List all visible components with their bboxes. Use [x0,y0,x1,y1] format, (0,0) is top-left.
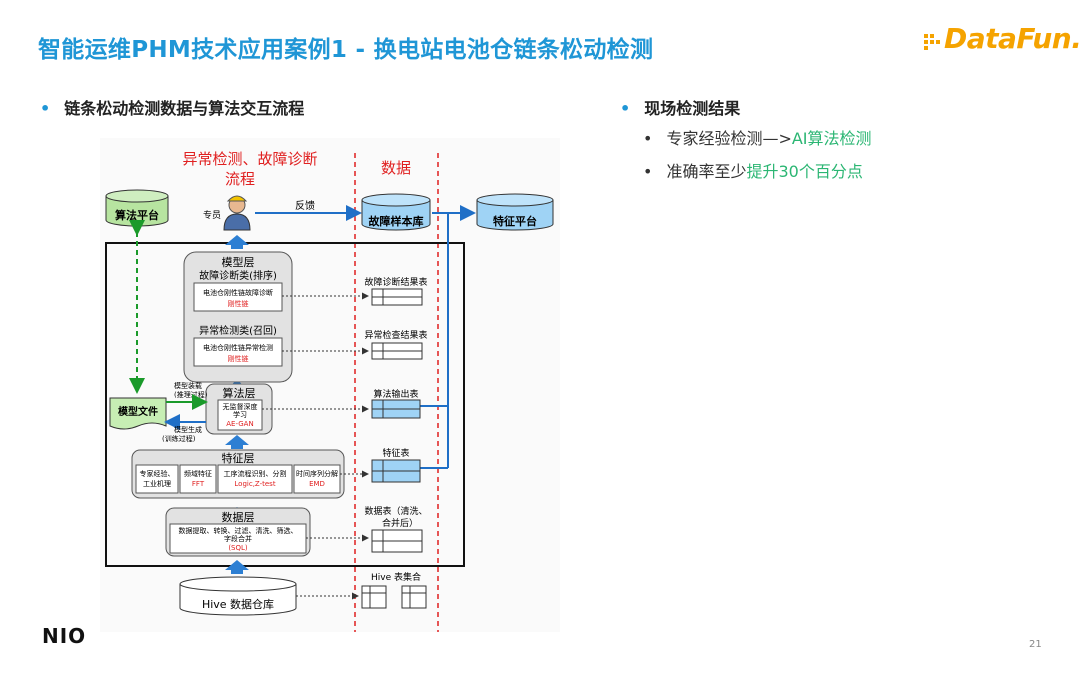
model-layer-title: 模型层 [222,255,255,269]
algo-output-table-label: 算法输出表 [373,388,418,400]
data-table [371,529,423,553]
feature-table-label: 特征表 [382,447,409,459]
svg-text:工业机理: 工业机理 [143,479,171,488]
algo-platform-db: 算法平台 [105,189,169,227]
page-title: 智能运维PHM技术应用案例1 - 换电站电池仓链条松动检测 [38,37,654,63]
feedback-label: 反馈 [295,199,315,212]
feature-method-box [293,464,341,494]
nio-brand: NIO [42,624,87,648]
page-number: 21 [1029,639,1042,650]
svg-text:频域特征: 频域特征 [184,469,212,478]
svg-text:电池仓刚性链异常检测: 电池仓刚性链异常检测 [203,343,273,352]
svg-text:刚性链: 刚性链 [228,299,249,308]
svg-text:Logic,Z-test: Logic,Z-test [234,480,275,488]
process-frame [105,242,465,567]
algo-box [217,399,263,431]
hive-table-icon [401,585,427,609]
algo-layer-title: 算法层 [223,386,256,400]
feature-table [371,459,421,483]
svg-text:合并后）: 合并后） [382,517,418,529]
anomaly-model-box [193,337,283,367]
anomaly-type-label: 异常检测类(召回) [199,324,277,337]
model-file-label: 模型文件 [118,405,158,418]
svg-text:无监督深度: 无监督深度 [223,402,258,411]
logo-wordmark: DataFun. [944,22,1080,55]
model-deploy-label: 模型装载 [174,381,202,390]
svg-text:EMD: EMD [309,480,325,488]
hive-warehouse-db: Hive 数据仓库 [179,576,297,616]
diagnosis-type-label: 故障诊断类(排序) [199,269,277,282]
process-title-line2: 流程 [225,170,255,188]
expert-label: 专员 [203,209,221,221]
feature-platform-db: 特征平台 [476,193,554,231]
model-gen-label: 模型生成 [174,425,202,434]
svg-text:故障样本库: 故障样本库 [369,214,424,228]
svg-text:(训练过程): (训练过程) [162,434,196,443]
anomaly-result-table [371,342,423,360]
feature-method-box [135,464,179,494]
svg-text:特征平台: 特征平台 [493,214,537,228]
data-table-label: 数据表（清洗、 [364,505,427,517]
svg-text:Hive 数据仓库: Hive 数据仓库 [202,597,274,611]
data-title: 数据 [381,159,411,177]
flow-diagram-svg: 异常检测、故障诊断 流程 数据 算法平台 专员 反馈 故障样本库 特征平台 [105,150,554,632]
diagnosis-model-box [193,282,283,312]
datafun-logo: DataFun. [922,22,1080,62]
process-title-line1: 异常检测、故障诊断 [182,150,317,168]
algo-output-table [371,399,421,419]
svg-text:(SQL): (SQL) [228,544,248,552]
svg-text:时间序列分解: 时间序列分解 [296,469,338,478]
bullet-dot: • [40,99,51,118]
result-item: •专家经验检测—>AI算法检测 [643,129,872,148]
fault-sample-db: 故障样本库 [361,193,431,231]
result-item: •准确率至少提升30个百分点 [643,162,863,181]
svg-text:FFT: FFT [192,480,205,488]
svg-text:电池仓刚性链故障诊断: 电池仓刚性链故障诊断 [203,288,273,297]
left-heading: •链条松动检测数据与算法交互流程 [40,99,305,118]
svg-text:刚性链: 刚性链 [228,354,249,363]
anomaly-result-table-label: 异常检查结果表 [364,329,427,341]
feature-method-box [217,464,293,494]
diag-result-table [371,288,423,306]
svg-text:字段合并: 字段合并 [224,534,252,543]
data-process-box [169,523,307,554]
svg-text:工序流程识别、分割: 工序流程识别、分割 [224,469,287,478]
diag-result-table-label: 故障诊断结果表 [364,276,427,288]
hive-table-icon [361,585,387,609]
logo-dots-icon [924,34,940,50]
svg-text:数据提取、转换、过滤、清洗、筛选、: 数据提取、转换、过滤、清洗、筛选、 [179,526,298,535]
hive-set-label: Hive 表集合 [371,571,421,583]
svg-text:(推理过程): (推理过程) [174,390,208,399]
svg-text:学习: 学习 [233,410,247,419]
svg-text:AE-GAN: AE-GAN [226,420,253,428]
model-file-doc-icon [109,397,167,430]
feature-method-box [179,464,217,494]
bullet-dot: • [620,99,631,118]
svg-text:算法平台: 算法平台 [114,208,159,222]
feature-layer-title: 特征层 [222,451,255,465]
right-heading: •现场检测结果 [620,99,741,118]
expert-person-icon [223,195,251,231]
svg-text:专家经验、: 专家经验、 [140,469,175,478]
flow-diagram: 异常检测、故障诊断 流程 数据 算法平台 专员 反馈 故障样本库 特征平台 [100,138,560,632]
data-layer-title: 数据层 [222,510,255,524]
